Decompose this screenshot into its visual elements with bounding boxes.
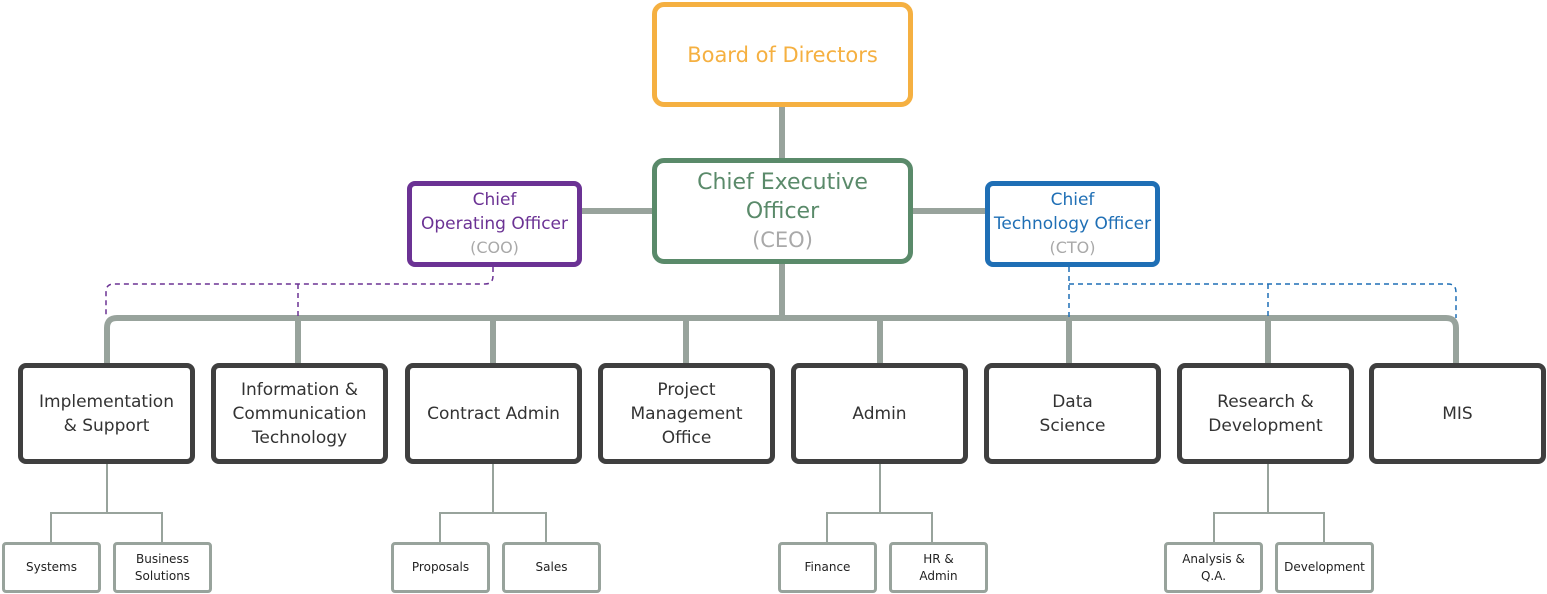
department-label: Implementation & Support	[39, 391, 174, 436]
sub-unit-label: Sales	[535, 560, 568, 574]
board-of-directors-box[interactable]: Board of Directors	[652, 2, 913, 107]
ceo-abbr: (CEO)	[752, 227, 813, 252]
department-label: Data Science	[1039, 391, 1106, 436]
sub-unit-label: Systems	[26, 560, 77, 574]
department-label: Project Management Office	[630, 379, 743, 448]
sub-unit-proposals[interactable]: Proposals	[391, 542, 490, 593]
department-label: Information & Communication Technology	[232, 379, 367, 448]
sub-unit-label: Development	[1284, 560, 1365, 574]
board-title: Board of Directors	[687, 42, 878, 67]
department-contract-admin[interactable]: Contract Admin	[405, 363, 582, 464]
department-implementation-support[interactable]: Implementation & Support	[18, 363, 195, 464]
sub-unit-systems[interactable]: Systems	[2, 542, 101, 593]
admin-subtree-connector	[826, 464, 933, 542]
department-project-management-office[interactable]: Project Management Office	[598, 363, 775, 464]
department-label: Admin	[852, 403, 907, 424]
cto-dotted-reporting-line	[1068, 267, 1457, 318]
department-data-science[interactable]: Data Science	[984, 363, 1161, 464]
department-label: Contract Admin	[427, 403, 560, 424]
department-admin[interactable]: Admin	[791, 363, 968, 464]
cto-title: Chief Technology Officer	[993, 190, 1152, 234]
sub-unit-development[interactable]: Development	[1275, 542, 1374, 593]
sub-unit-finance[interactable]: Finance	[778, 542, 877, 593]
department-bus-connector	[104, 315, 1459, 363]
sub-unit-label: Business Solutions	[134, 551, 191, 583]
coo-dotted-reporting-line	[105, 267, 494, 318]
coo-title: Chief Operating Officer	[420, 190, 568, 234]
department-mis[interactable]: MIS	[1369, 363, 1546, 464]
ceo-title: Chief Executive Officer	[697, 169, 868, 224]
sub-unit-hr-admin[interactable]: HR & Admin	[889, 542, 988, 593]
sub-unit-label: Finance	[804, 560, 851, 574]
sub-unit-label: HR & Admin	[919, 551, 958, 583]
sub-unit-sales[interactable]: Sales	[502, 542, 601, 593]
department-label: MIS	[1442, 403, 1473, 424]
department-label: Research & Development	[1208, 391, 1323, 436]
research-subtree-connector	[1213, 464, 1325, 542]
sub-unit-label: Proposals	[411, 560, 470, 574]
cto-abbr: (CTO)	[1049, 238, 1096, 257]
department-information-communication-technology[interactable]: Information & Communication Technology	[211, 363, 388, 464]
sub-unit-business-solutions[interactable]: Business Solutions	[113, 542, 212, 593]
implementation-subtree-connector	[50, 464, 163, 542]
sub-unit-label: Analysis & Q.A.	[1182, 551, 1245, 583]
contract-admin-subtree-connector	[439, 464, 547, 542]
ceo-box[interactable]: Chief Executive Officer (CEO)	[652, 158, 913, 264]
coo-box[interactable]: Chief Operating Officer (COO)	[407, 181, 582, 267]
coo-abbr: (COO)	[470, 238, 519, 257]
cto-box[interactable]: Chief Technology Officer (CTO)	[985, 181, 1160, 267]
sub-unit-analysis-qa[interactable]: Analysis & Q.A.	[1164, 542, 1263, 593]
department-research-development[interactable]: Research & Development	[1177, 363, 1354, 464]
